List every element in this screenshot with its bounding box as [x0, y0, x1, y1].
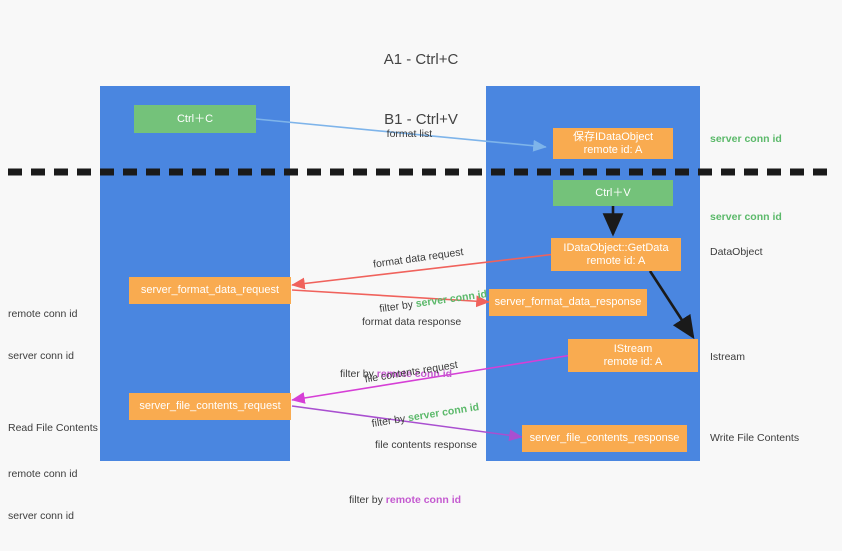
edge-label-file-contents-response-text: file contents response: [375, 439, 478, 451]
box-ctrl-v-label: Ctrl＋V: [595, 186, 631, 199]
filter-prefix: filter by: [349, 494, 386, 506]
box-ctrl-v[interactable]: Ctrl＋V: [553, 180, 673, 206]
diagram-canvas: A1 - Ctrl+C B1 - Ctrl+V A1 remote B1 con…: [8, 51, 834, 522]
box-server-file-contents-response[interactable]: server_file_contents_response: [522, 425, 687, 452]
edge-label-format-data-response-filter: filter by remote conn id: [340, 367, 461, 382]
annotation-right-dataobject: DataObject: [710, 246, 763, 258]
annotation-left-bottom-server: server conn id: [8, 510, 74, 522]
annotation-right-istream: Istream: [710, 351, 746, 363]
box-save-idataobject[interactable]: 保存IDataObject remote id: A: [553, 128, 673, 159]
edge-label-format-list: format list: [375, 112, 433, 157]
edge-label-file-contents-response-filter: filter by remote conn id: [349, 493, 477, 508]
box-server-format-data-request-label: server_format_data_request: [140, 284, 280, 296]
edge-label-file-contents-response: file contents response filter by remote …: [349, 408, 478, 538]
box-server-file-contents-request-label: server_file_contents_request: [139, 400, 281, 412]
edge-label-file-contents-request-text: file contents request: [363, 358, 459, 386]
box-server-format-data-response[interactable]: server_format_data_response: [489, 289, 647, 316]
edge-label-format-list-text: format list: [386, 128, 433, 140]
box-idataobject-getdata-line1: IDataObject::GetData: [563, 241, 669, 254]
box-server-file-contents-request[interactable]: server_file_contents_request: [129, 393, 291, 420]
box-istream-line2: remote id: A: [603, 355, 663, 368]
box-server-file-contents-response-label: server_file_contents_response: [529, 432, 680, 444]
annotation-left-mid-remote: remote conn id: [8, 308, 78, 320]
filter-key-remote-conn-id: remote conn id: [376, 368, 453, 380]
annotation-left-bottom-remote: remote conn id: [8, 468, 78, 480]
edge-label-format-data-request-text: format data request: [372, 246, 465, 271]
box-server-format-data-request[interactable]: server_format_data_request: [129, 277, 291, 304]
box-idataobject-getdata[interactable]: IDataObject::GetData remote id: A: [551, 238, 681, 271]
edge-label-format-data-response-text: format data response: [362, 316, 462, 328]
box-ctrl-c-label: Ctrl＋C: [176, 112, 214, 125]
annotation-left-mid: remote conn id server conn id: [8, 279, 77, 391]
box-save-idataobject-line2: remote id: A: [583, 143, 643, 156]
annotation-right-second-server-conn-id: server conn id: [710, 211, 782, 223]
edge-label-format-data-response: format data response filter by remote co…: [340, 285, 462, 412]
box-idataobject-getdata-line2: remote id: A: [586, 254, 646, 267]
box-ctrl-c[interactable]: Ctrl＋C: [134, 105, 256, 133]
box-istream[interactable]: IStream remote id: A: [568, 339, 698, 372]
annotation-left-bottom-title: Read File Contents: [8, 422, 98, 434]
filter-prefix: filter by: [340, 368, 377, 380]
box-istream-line1: IStream: [613, 342, 653, 355]
box-save-idataobject-line1: 保存IDataObject: [572, 130, 654, 143]
title-line-1: A1 - Ctrl+C: [383, 51, 459, 68]
annotation-left-mid-server: server conn id: [8, 350, 74, 362]
annotation-left-bottom: Read File Contents remote conn id server…: [8, 393, 98, 551]
annotation-right-write-file-contents: Write File Contents: [710, 432, 800, 444]
filter-key-remote-conn-id: remote conn id: [385, 494, 462, 506]
annotation-right-top-server-conn-id: server conn id: [710, 133, 782, 145]
box-server-format-data-response-label: server_format_data_response: [494, 296, 642, 308]
